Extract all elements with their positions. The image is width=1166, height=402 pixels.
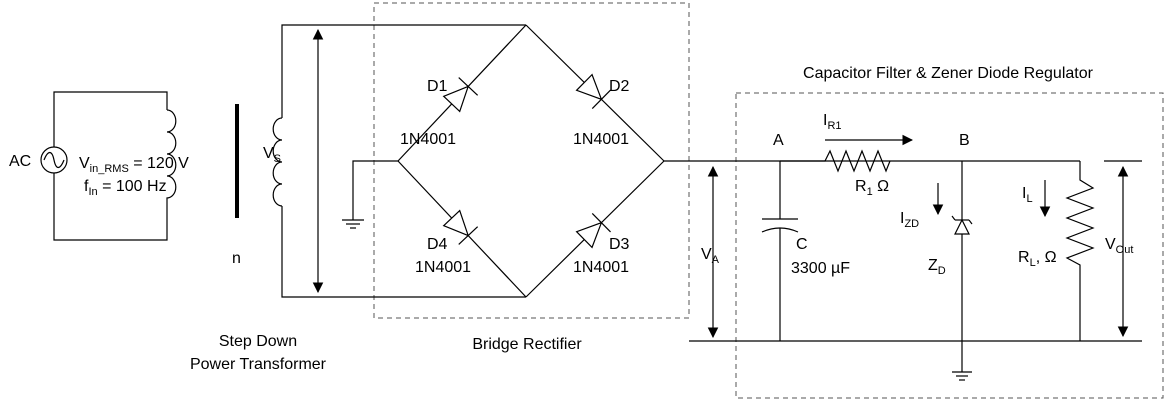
d2-label: D2 xyxy=(609,78,630,95)
secondary-bottom-wire xyxy=(281,206,526,298)
turns-label: n xyxy=(232,250,241,267)
resistor-r1 xyxy=(780,149,891,173)
vin-label: Vin_RMS = 120 V xyxy=(79,155,189,175)
diode-d2-symbol xyxy=(575,73,611,109)
primary-coil xyxy=(166,109,177,205)
transformer-title-line2: Power Transformer xyxy=(190,356,327,373)
d3-label: D3 xyxy=(609,236,630,253)
d2-part: 1N4001 xyxy=(573,131,629,148)
fin-label: fIn = 100 Hz xyxy=(84,178,167,198)
vs-label: VS xyxy=(263,145,281,165)
capacitor-value: 3300 µF xyxy=(791,260,850,277)
diode-d4-symbol xyxy=(442,209,479,245)
ground-bridge xyxy=(342,219,364,229)
d4-part: 1N4001 xyxy=(415,259,471,276)
transformer-title-line1: Step Down xyxy=(219,333,297,350)
ground-zener xyxy=(952,371,972,381)
regulator-title: Capacitor Filter & Zener Diode Regulator xyxy=(803,65,1094,82)
resistor-rl xyxy=(1065,161,1095,341)
d3-part: 1N4001 xyxy=(573,259,629,276)
node-b-label: B xyxy=(959,132,970,149)
d4-label: D4 xyxy=(427,236,448,253)
capacitor-c xyxy=(761,161,799,341)
va-label: VA xyxy=(701,246,720,266)
bridge-title: Bridge Rectifier xyxy=(472,336,582,353)
ac-source xyxy=(40,91,168,241)
diode-d3-symbol xyxy=(575,213,611,249)
vout-label: VOut xyxy=(1105,236,1133,256)
rl-label: RL, Ω xyxy=(1018,249,1057,269)
ac-label: AC xyxy=(9,153,31,170)
il-label: IL xyxy=(1022,185,1033,205)
regulator-box xyxy=(735,92,1164,399)
zener-diode xyxy=(951,161,973,372)
node-a-label: A xyxy=(773,132,784,149)
izd-label: IZD xyxy=(900,210,919,230)
secondary-coil xyxy=(272,117,283,207)
d1-label: D1 xyxy=(427,78,448,95)
capacitor-name: C xyxy=(796,236,808,253)
r1-label: R1 Ω xyxy=(855,178,889,198)
d1-part: 1N4001 xyxy=(400,131,456,148)
diode-d1-symbol xyxy=(442,77,479,113)
ir1-label: IR1 xyxy=(823,112,842,132)
secondary-top-wire xyxy=(281,24,526,118)
zd-label: ZD xyxy=(928,257,946,277)
